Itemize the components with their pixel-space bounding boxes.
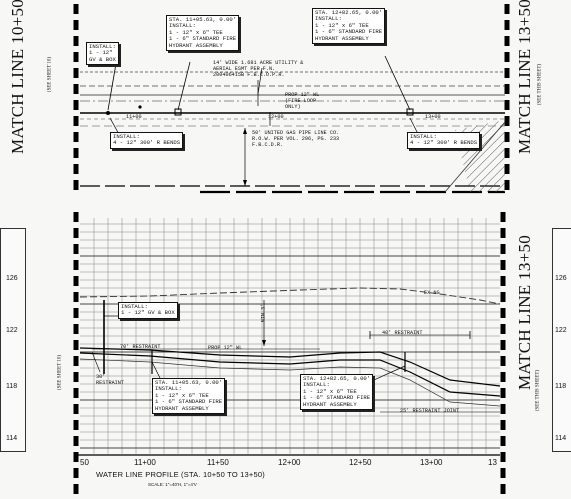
profile-scale: SCALE: 1"=40'H, 1"=4'V (148, 482, 197, 487)
restraint-30-label: 30' RESTRAINT (96, 374, 125, 386)
prop-wl-profile-label: PROP 12" WL (208, 345, 243, 351)
elev-label: 126 (555, 275, 567, 282)
match-line-right-plan: MATCH LINE 13+50 (515, 0, 534, 154)
elev-label: 126 (6, 275, 18, 282)
match-line-left-plan-sub: (SEE SHEET 10) (47, 56, 53, 93)
min-cover-label: MIN 3' (260, 303, 267, 323)
profile-x-tick: 12+00 (278, 458, 301, 467)
callout-bends-right-plan: INSTALL: 4 - 12" 300' R BENDS (407, 132, 481, 149)
match-line-left-plan: MATCH LINE 10+50 (8, 0, 27, 154)
callout-sta-1105-profile: STA. 11+05.63, 0.00' INSTALL: 1 - 12" x … (152, 378, 226, 415)
profile-x-tick: 50 (80, 458, 89, 467)
plan-view (73, 4, 510, 194)
elevation-scale-left: 126 122 118 114 (0, 228, 26, 452)
gas-row-note: 50' UNITED GAS PIPE LINE CO. R.O.W. PER … (252, 130, 340, 148)
ex-ng-label: EX NG (424, 290, 440, 296)
profile-x-tick: 13 (488, 458, 497, 467)
easement-note: 14' WIDE 1.681 ACRE UTILITY & AERIAL ESM… (213, 60, 304, 78)
profile-x-tick: 11+50 (207, 458, 229, 467)
match-line-right-profile-sub: (SEE THIS SHEET) (535, 369, 541, 412)
profile-grid (80, 218, 500, 454)
restraint-70-label: 70' RESTRAINT (120, 344, 161, 350)
plan-station-label: 12+00 (268, 114, 284, 120)
match-line-right-plan-sub: (SEE THIS SHEET) (537, 63, 543, 106)
elev-label: 118 (555, 383, 567, 390)
plan-station-label: 13+00 (425, 114, 441, 120)
profile-x-tick: 11+00 (134, 458, 156, 467)
elev-label: 122 (555, 327, 567, 334)
profile-x-tick: 13+00 (420, 458, 443, 467)
callout-sta-1282-plan: STA. 12+82.65, 0.00' INSTALL: 1 - 12" x … (312, 8, 386, 45)
elevation-scale-right: 126 122 118 114 (552, 228, 571, 452)
elev-label: 122 (6, 327, 18, 334)
callout-sta-1105-plan: STA. 11+05.63, 0.00' INSTALL: 1 - 12" x … (166, 15, 240, 52)
callout-gv-box-profile: INSTALL: 1 - 12" GV & BOX (118, 302, 178, 319)
elev-label: 114 (555, 435, 567, 442)
match-line-right-profile: MATCH LINE 13+50 (515, 234, 534, 390)
elev-label: 118 (6, 383, 18, 390)
callout-bends-left-plan: INSTALL: 4 - 12" 300' R BENDS (110, 132, 184, 149)
profile-x-tick: 12+50 (349, 458, 372, 467)
profile-view (73, 212, 506, 496)
prop-wl-note: PROP 12" WL (FIRE LOOP ONLY) (285, 92, 320, 110)
plan-station-label: 11+00 (126, 114, 142, 120)
elev-label: 114 (6, 435, 18, 442)
restraint-joint-label: 25' RESTRAINT JOINT (400, 408, 460, 414)
restraint-40-label: 40' RESTRAINT (382, 330, 423, 336)
callout-sta-1282-profile: STA. 12+82.65, 0.00' INSTALL: 1 - 12" x … (300, 374, 374, 411)
match-line-left-profile-sub: (SEE SHEET 10) (57, 354, 63, 391)
callout-gv-box-plan: INSTALL: 1 - 12" GV & BOX (86, 42, 119, 66)
profile-title: WATER LINE PROFILE (STA. 10+50 TO 13+50) (96, 470, 265, 479)
